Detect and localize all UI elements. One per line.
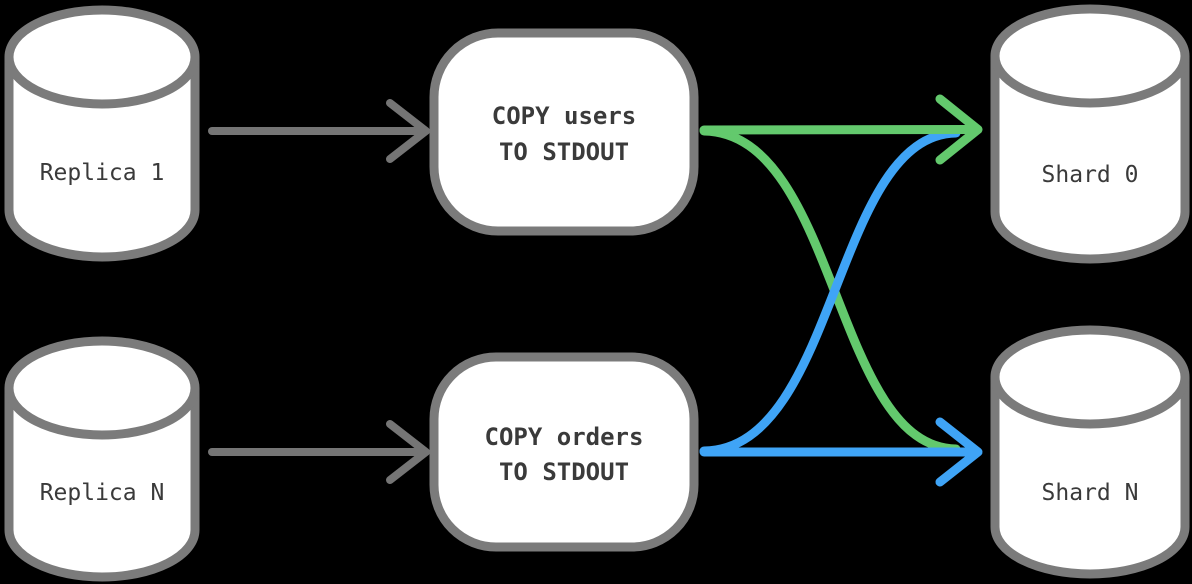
arrowhead-icon bbox=[935, 417, 983, 487]
edge-replica1-to-copyusers bbox=[208, 99, 430, 163]
copy-orders-label-line2: TO STDOUT bbox=[499, 458, 629, 486]
replica-n-label: Replica N bbox=[40, 480, 165, 506]
node-copy-users: COPY users TO STDOUT bbox=[429, 28, 699, 236]
copy-orders-label-line1: COPY orders bbox=[485, 423, 644, 451]
edge-copyorders-to-shardn bbox=[699, 417, 983, 487]
database-cylinder-body bbox=[990, 56, 1190, 264]
replica-1-label: Replica 1 bbox=[40, 160, 165, 186]
edge-replican-to-copyorders bbox=[208, 420, 430, 484]
node-copy-orders: COPY orders TO STDOUT bbox=[429, 352, 699, 552]
database-cylinder-body bbox=[4, 388, 200, 582]
arrow-line bbox=[699, 125, 977, 135]
arrowhead-icon bbox=[386, 99, 430, 163]
copy-users-label-line1: COPY users bbox=[492, 102, 637, 130]
edge-copyorders-to-shard0-curve bbox=[699, 128, 961, 456]
node-replica-n: Replica N bbox=[4, 336, 200, 582]
database-cylinder-body bbox=[4, 57, 200, 262]
node-shard-n: Shard N bbox=[990, 325, 1190, 579]
database-cylinder-top bbox=[4, 336, 200, 440]
node-replica-1: Replica 1 bbox=[4, 5, 200, 262]
rounded-box bbox=[429, 28, 699, 236]
arrowhead-icon bbox=[386, 420, 430, 484]
arrowhead-icon bbox=[935, 94, 983, 165]
edge-copyusers-to-shardn-curve bbox=[699, 126, 961, 454]
node-shard-0: Shard 0 bbox=[990, 4, 1190, 264]
copy-users-label-line2: TO STDOUT bbox=[499, 138, 629, 166]
shard-0-label: Shard 0 bbox=[1042, 162, 1139, 188]
database-cylinder-top bbox=[4, 5, 200, 109]
database-cylinder-body bbox=[990, 377, 1190, 579]
edge-copyusers-to-shard0 bbox=[699, 94, 983, 165]
database-cylinder-top bbox=[990, 4, 1190, 108]
rounded-box bbox=[429, 352, 699, 552]
shard-n-label: Shard N bbox=[1042, 480, 1139, 506]
database-cylinder-top bbox=[990, 325, 1190, 429]
